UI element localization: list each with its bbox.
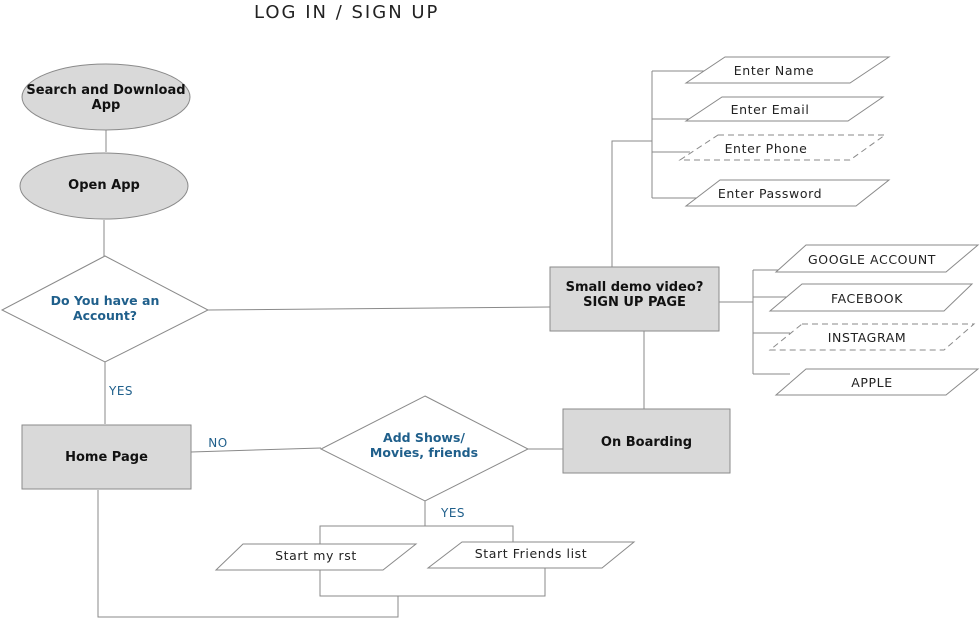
lists-top-bracket <box>319 525 514 544</box>
yes-home-edge-label: YES <box>108 383 134 398</box>
enter-phone-shape <box>678 134 887 161</box>
facebook-label: FACEBOOK <box>830 290 904 306</box>
apple-label: APPLE <box>851 374 893 390</box>
enter-name-label: Enter Name <box>733 62 815 78</box>
google-account-label: GOOGLE ACCOUNT <box>807 251 937 267</box>
enter-password-shape <box>684 179 891 207</box>
no-home-edge-label: NO <box>208 435 228 450</box>
connector-decision-signup <box>207 306 551 311</box>
have-account-decision-shape <box>0 255 210 363</box>
instagram-shape <box>768 323 976 351</box>
enter-name-shape <box>684 56 891 84</box>
have-account-label: Do You have an Account? <box>50 293 160 323</box>
apple-shape <box>774 368 980 396</box>
connector-lines <box>97 70 790 618</box>
start-my-list-shape <box>214 543 418 571</box>
enter-email-label: Enter Email <box>730 101 810 117</box>
enter-email-shape <box>684 96 885 122</box>
facebook-shape <box>768 283 974 312</box>
connector-home-add <box>190 447 322 453</box>
google-account-shape <box>774 244 980 273</box>
start-friends-list-shape <box>426 541 636 569</box>
home-page-label: Home Page <box>65 449 148 465</box>
start-my-list-label: Start my rst <box>275 547 357 563</box>
signup-line2-label: SIGN UP PAGE <box>583 294 686 310</box>
yes-lists-edge-label: YES <box>440 505 466 520</box>
signup-line1-label: Small demo video? <box>565 279 704 295</box>
search-download-label: Search and Download App <box>26 83 186 113</box>
on-boarding-label: On Boarding <box>600 434 693 450</box>
open-app-shape <box>19 152 189 220</box>
open-app-label: Open App <box>68 177 140 193</box>
search-download-shape <box>21 63 191 131</box>
signup-page-shape <box>549 266 720 332</box>
connector-signup-fields <box>611 140 652 267</box>
page-title: LOG IN / SIGN UP <box>254 2 440 23</box>
enter-phone-label: Enter Phone <box>724 140 808 156</box>
on-boarding-shape <box>562 408 731 474</box>
connector-home-lists <box>97 490 399 618</box>
enter-password-label: Enter Password <box>717 185 823 201</box>
add-shows-decision-shape <box>319 395 530 502</box>
home-page-shape <box>21 424 192 490</box>
lists-bottom-bracket <box>319 568 546 597</box>
instagram-label: INSTAGRAM <box>827 329 907 345</box>
start-friends-list-label: Start Friends list <box>474 545 588 561</box>
add-shows-label: Add Shows/ Movies, friends <box>369 430 479 460</box>
